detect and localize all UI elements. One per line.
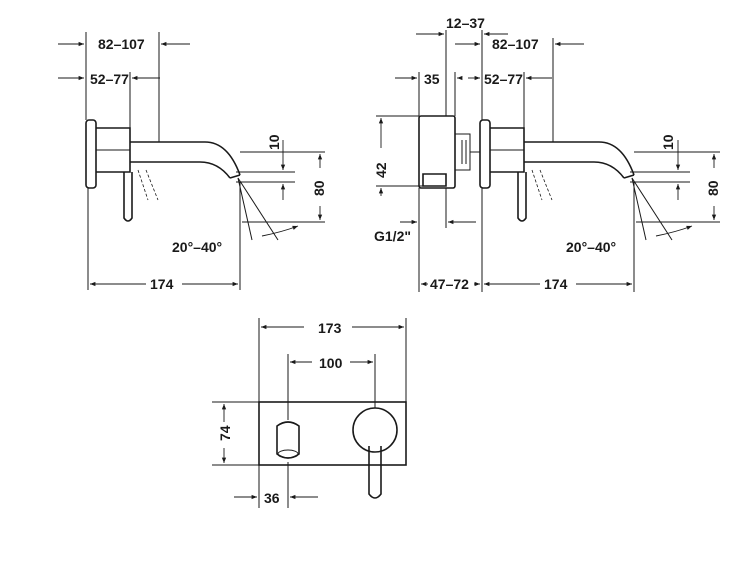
spout-right: [524, 141, 635, 179]
dim-left-angle: 20°–40°: [172, 239, 222, 255]
dim-right-174: 174: [544, 276, 568, 292]
dim-right-42: 42: [373, 162, 389, 178]
dim-front-173: 173: [318, 320, 342, 336]
lever: [123, 172, 133, 222]
dim-left-52-77: 52–77: [90, 71, 129, 87]
right-side-view: 12–37 82–107 35 52–77 42 G1/2": [373, 15, 721, 292]
dim-front-74: 74: [217, 425, 233, 441]
front-view: 173 100 74 36: [212, 318, 407, 508]
left-side-view: 82–107 52–77 10 80 20°–40° 174: [58, 32, 327, 292]
concealed-body: [418, 115, 456, 189]
front-plate: [258, 401, 407, 466]
dim-right-47-72: 47–72: [430, 276, 469, 292]
spout: [130, 141, 241, 179]
dim-left-174: 174: [150, 276, 174, 292]
wall-plate-right: [479, 119, 491, 189]
wall-plate: [85, 119, 97, 189]
dim-front-100: 100: [319, 355, 343, 371]
dim-right-52-77: 52–77: [484, 71, 523, 87]
dim-right-g12: G1/2": [374, 228, 411, 244]
dim-left-10: 10: [266, 134, 282, 150]
dim-left-82-107: 82–107: [98, 36, 145, 52]
dim-front-36: 36: [264, 490, 280, 506]
front-handle-rosette: [352, 407, 398, 453]
front-spout-outlet: [276, 421, 300, 459]
dim-left-80: 80: [311, 180, 327, 196]
dim-right-12-37: 12–37: [446, 15, 485, 31]
lever-right: [517, 172, 527, 222]
dim-right-10: 10: [660, 134, 676, 150]
dim-right-angle: 20°–40°: [566, 239, 616, 255]
dim-right-35: 35: [424, 71, 440, 87]
front-handle-lever: [368, 446, 382, 499]
dim-right-80: 80: [705, 180, 721, 196]
dim-right-82-107: 82–107: [492, 36, 539, 52]
